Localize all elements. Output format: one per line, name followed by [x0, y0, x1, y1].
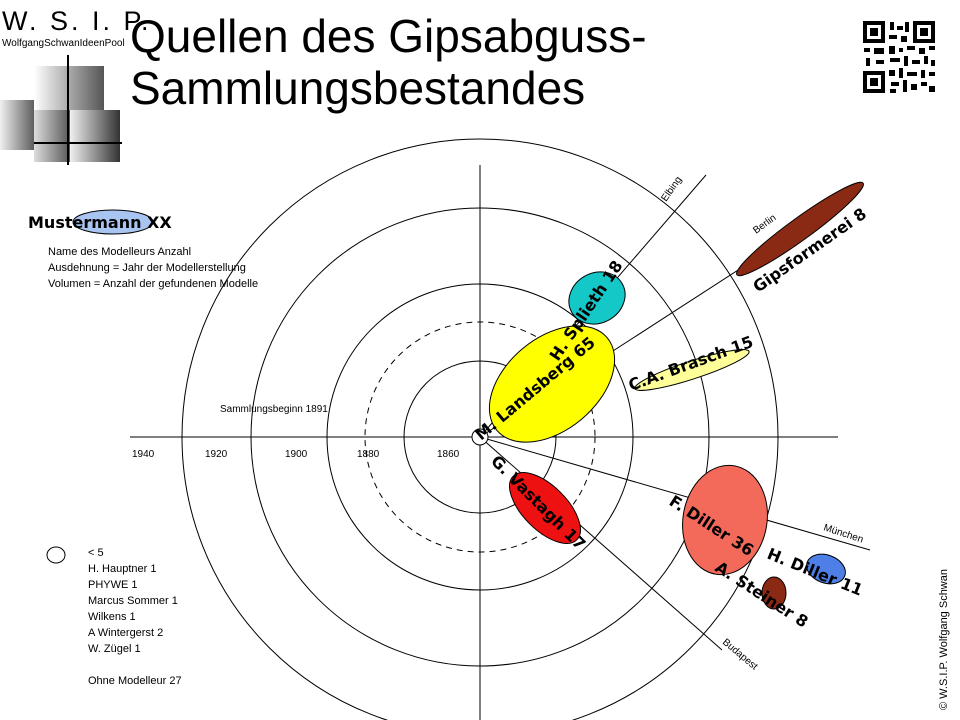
list-item: Marcus Sommer 1 [88, 595, 178, 607]
city-label-berlin: Berlin [751, 212, 778, 236]
bubble-vastagh [509, 472, 581, 544]
tick-label: 1860 [437, 449, 460, 460]
bubble-brasch [634, 349, 750, 391]
center-marker [471, 428, 489, 446]
tick-label: 1880 [357, 449, 380, 460]
tick-label: 1940 [132, 449, 155, 460]
list-footer: Ohne Modelleur 27 [88, 675, 182, 687]
city-label-elbing: Elbing [659, 175, 684, 204]
tick-label: 1900 [285, 449, 308, 460]
small-modelers-marker [46, 546, 66, 564]
legend-line: Volumen = Anzahl der gefundenen Modelle [48, 278, 259, 290]
logo-graphic [0, 55, 122, 165]
modeler-label: C.A. Brasch 15 [626, 332, 756, 395]
small-list-header: < 5 [88, 547, 104, 559]
legend-line: Ausdehnung = Jahr der Modellerstellung [48, 262, 246, 274]
list-item: W. Zügel 1 [88, 643, 141, 655]
small-modelers-list: < 5 H. Hauptner 1 PHYWE 1 Marcus Sommer … [88, 545, 182, 689]
tick-label: 1920 [205, 449, 228, 460]
list-item: H. Hauptner 1 [88, 563, 157, 575]
title-line-2: Sammlungsbestandes [130, 62, 586, 114]
qr-code [862, 20, 936, 94]
bubble-gipsformerei [736, 181, 864, 277]
list-item: A Wintergerst 2 [88, 627, 164, 639]
legend-line: Name des Modelleurs Anzahl [48, 246, 192, 258]
bubble-h-diller [806, 553, 846, 585]
city-label-budapest: Budapest [720, 637, 760, 673]
list-item: PHYWE 1 [88, 579, 138, 591]
list-item: Wilkens 1 [88, 611, 136, 623]
page-title: Quellen des Gipsabguss- Sammlungsbestand… [130, 10, 647, 114]
modeler-bubbles [488, 181, 864, 610]
legend-description: Name des Modelleurs Anzahl Ausdehnung = … [48, 244, 258, 292]
legend-example-label: Mustermann XX [28, 213, 172, 232]
bubble-splieth [568, 271, 626, 325]
bubble-f-diller [682, 464, 768, 576]
bubble-landsberg [488, 325, 616, 443]
title-line-1: Quellen des Gipsabguss- [130, 10, 647, 62]
bubble-steiner [761, 576, 787, 610]
logo-title: W. S. I. P. [2, 6, 152, 36]
logo-subtitle: WolfgangSchwanIdeenPool [2, 38, 125, 49]
collection-start-label: Sammlungsbeginn 1891 [220, 404, 328, 415]
direction-line-munich [479, 436, 871, 551]
legend-example-bubble [72, 209, 154, 235]
